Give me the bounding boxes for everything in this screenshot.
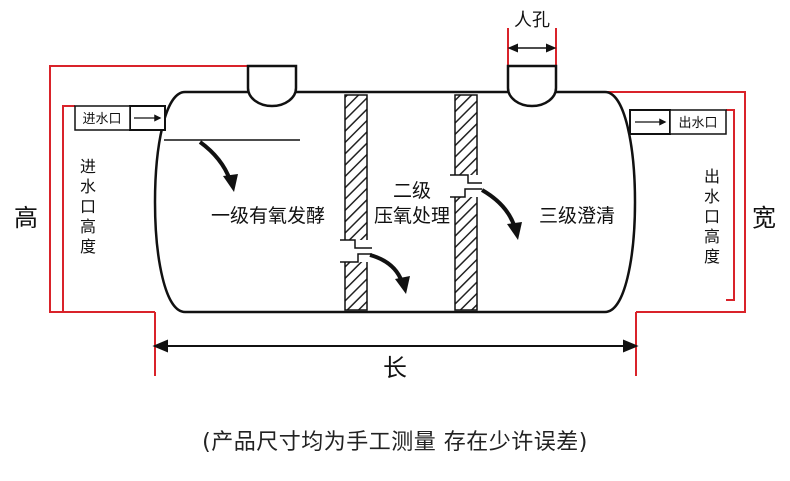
length-dimension <box>152 43 639 353</box>
dimension-lines <box>49 28 746 376</box>
outlet-label: 出水口 <box>678 116 717 131</box>
flow-arrow-stage2 <box>369 253 410 294</box>
flow-arrow-stage3 <box>480 188 522 240</box>
outlet-pipe <box>629 109 727 135</box>
outlet-height-label: 出水口高度 <box>704 167 720 266</box>
partition-left <box>340 94 372 311</box>
flow-arrow-stage1 <box>198 140 238 192</box>
outlet-height-dimension <box>726 109 735 301</box>
length-label: 长 <box>383 354 407 382</box>
manhole-left <box>246 64 298 108</box>
height-dimension <box>49 65 250 313</box>
manhole-label: 人孔 <box>514 10 550 31</box>
caption: (产品尺寸均为手工测量 存在少许误差) <box>202 430 588 455</box>
stage3-label: 三级澄清 <box>539 205 615 227</box>
stage2-label-line2: 压氧处理 <box>374 205 450 227</box>
width-label: 宽 <box>752 204 776 232</box>
manhole-right <box>506 64 558 108</box>
width-dimension <box>500 91 746 313</box>
height-label: 高 <box>14 204 38 232</box>
stage2-label-line1: 二级 <box>393 180 431 202</box>
inlet-height-label: 进水口高度 <box>80 157 96 256</box>
stage1-label: 一级有氧发酵 <box>211 205 325 227</box>
inlet-pipe <box>74 105 166 131</box>
inlet-label: 进水口 <box>82 112 121 127</box>
partition-right <box>450 94 482 311</box>
inlet-height-dimension <box>62 105 75 313</box>
